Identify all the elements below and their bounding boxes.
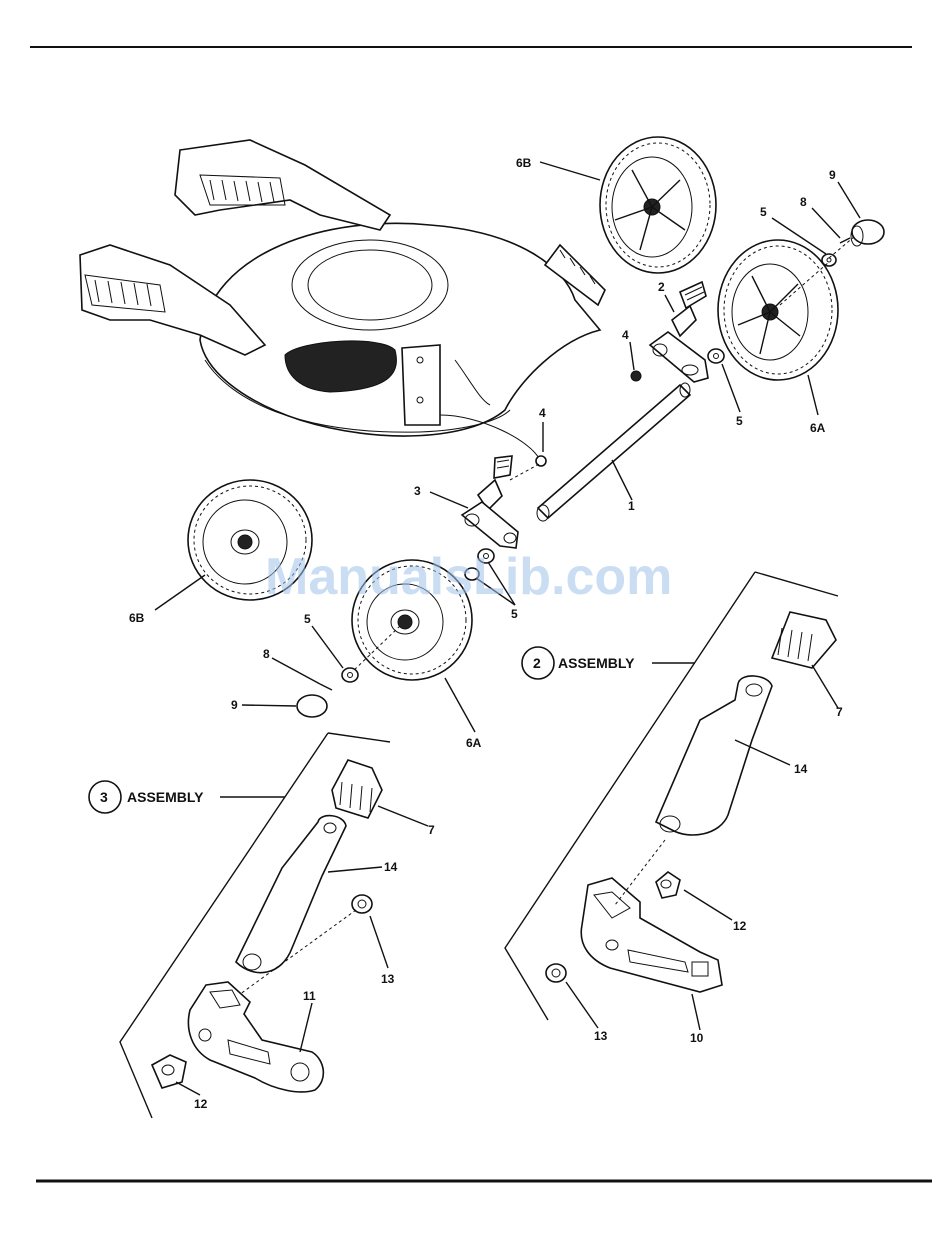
bolt-8-left: [320, 684, 332, 690]
assembly-2-title: ASSEMBLY: [558, 655, 635, 671]
assembly-2-number: 2: [533, 655, 541, 671]
label-6b-left: 6B: [129, 611, 145, 625]
label-9-left: 9: [231, 698, 238, 712]
label-3: 3: [414, 484, 421, 498]
hubcap-9-left: [297, 695, 327, 717]
washer-5-left: [342, 668, 358, 682]
height-lever-3: [462, 456, 518, 548]
label-a2-12: 12: [733, 919, 747, 933]
height-lever-2: [650, 282, 708, 382]
label-6b-top: 6B: [516, 156, 532, 170]
label-8-top: 8: [800, 195, 807, 209]
label-4-mid: 4: [539, 406, 546, 420]
label-a3-11: 11: [303, 989, 316, 1003]
wheel-6b-top: [600, 137, 716, 273]
label-a3-7: 7: [428, 823, 435, 837]
label-4-top: 4: [622, 328, 629, 342]
label-9-top: 9: [829, 168, 836, 182]
mower-deck: [80, 140, 605, 460]
label-a2-14: 14: [794, 762, 808, 776]
label-8-left: 8: [263, 647, 270, 661]
label-6a-right: 6A: [810, 421, 826, 435]
nut-4-top: [631, 371, 641, 381]
label-a3-14: 14: [384, 860, 398, 874]
label-a3-12: 12: [194, 1097, 208, 1111]
label-5-mid: 5: [511, 607, 518, 621]
label-a2-7: 7: [836, 705, 843, 719]
bolt-8-top: [840, 238, 850, 243]
label-6a-left: 6A: [466, 736, 482, 750]
watermark: ManualsLib.com: [265, 548, 672, 606]
washer-5-top: [822, 254, 836, 266]
axle: [537, 383, 690, 521]
label-a2-10: 10: [690, 1031, 704, 1045]
label-5-top: 5: [760, 205, 767, 219]
washer-5-right: [708, 349, 724, 363]
assembly-3-number: 3: [100, 789, 108, 805]
label-5-right: 5: [736, 414, 743, 428]
label-2: 2: [658, 280, 665, 294]
assembly-3-title: ASSEMBLY: [127, 789, 204, 805]
label-a2-13: 13: [594, 1029, 608, 1043]
label-5-left: 5: [304, 612, 311, 626]
hubcap-9-top: [851, 220, 884, 246]
label-1: 1: [628, 499, 635, 513]
assembly-2: [505, 572, 838, 1030]
wheel-6a-right: [718, 240, 838, 380]
label-a3-13: 13: [381, 972, 395, 986]
